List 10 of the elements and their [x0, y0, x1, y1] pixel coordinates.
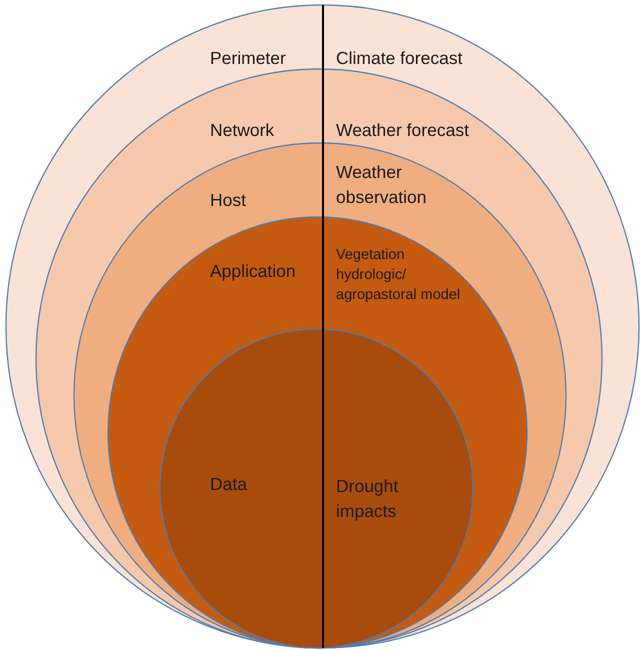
layer-label: Data: [210, 473, 248, 496]
layer-label: Perimeter: [210, 47, 287, 70]
layer-description: Drought impacts: [336, 475, 400, 523]
layer-description: Climate forecast: [336, 47, 464, 70]
layer-description: Weather forecast: [336, 119, 470, 142]
layer-description: Weather observation: [336, 161, 428, 209]
layer-label: Network: [210, 119, 276, 142]
layer-label: Host: [210, 189, 247, 212]
layer-description: Vegetation hydrologic/ agropastoral model: [336, 246, 462, 305]
layer-label: Application: [210, 260, 297, 283]
